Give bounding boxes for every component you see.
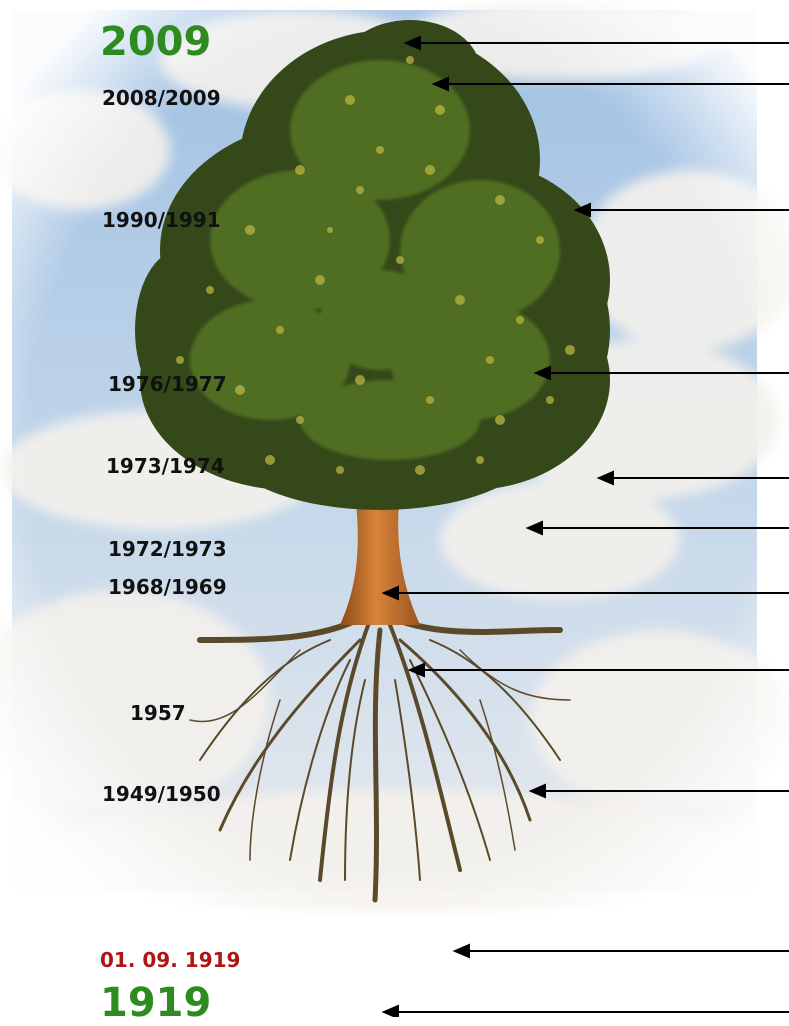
year-1976-1977-label: 1976/1977 [108,374,227,394]
year-1957-label: 1957 [130,703,186,723]
year-2009-label: 2009 [100,22,211,62]
year-1968-1969-label: 1968/1969 [108,577,227,597]
year-1949-1950-label: 1949/1950 [102,784,221,804]
year-1919-label: 1919 [100,983,211,1023]
year-1990-1991-label: 1990/1991 [102,210,221,230]
arrow-1919 [384,1006,789,1017]
founding-date-label: 01. 09. 1919 [100,950,240,970]
year-2008-2009-label: 2008/2009 [102,88,221,108]
year-1972-1973-label: 1972/1973 [108,539,227,559]
year-1973-1974-label: 1973/1974 [106,456,225,476]
arrow-1919-date [455,945,789,957]
